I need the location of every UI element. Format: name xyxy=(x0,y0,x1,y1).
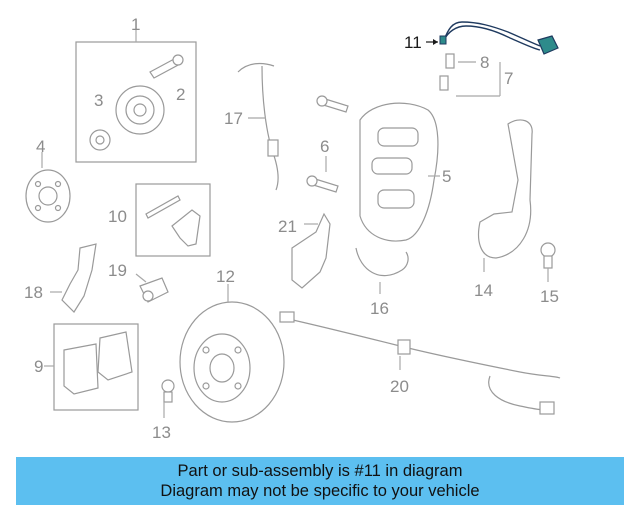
part-11-sensor-wire[interactable] xyxy=(426,21,559,55)
part-12-rotor[interactable] xyxy=(179,284,285,423)
part-20-harness[interactable] xyxy=(279,311,561,415)
callout-10: 10 xyxy=(108,207,127,226)
part-16-wear-sensor[interactable] xyxy=(355,247,409,294)
callout-17: 17 xyxy=(224,109,243,128)
part-13-bolt[interactable] xyxy=(161,379,175,418)
callout-21: 21 xyxy=(278,217,297,236)
callout-16: 16 xyxy=(370,299,389,318)
part-6-bolt[interactable] xyxy=(306,95,349,193)
banner-line-2: Diagram may not be specific to your vehi… xyxy=(160,482,480,500)
callout-15: 15 xyxy=(540,287,559,306)
callout-19: 19 xyxy=(108,261,127,280)
callout-11: 11 xyxy=(404,33,422,52)
callout-12: 12 xyxy=(216,267,235,286)
part-9-brake-pads[interactable] xyxy=(44,323,139,411)
part-14-splash-shield[interactable] xyxy=(477,119,533,272)
part-10-pad-hardware[interactable] xyxy=(135,183,211,257)
callout-1: 1 xyxy=(131,15,140,34)
part-1-hub-bearing[interactable] xyxy=(75,30,197,163)
callout-3: 3 xyxy=(94,91,103,110)
callout-5: 5 xyxy=(442,167,451,186)
part-5-caliper[interactable] xyxy=(359,102,440,242)
callout-6: 6 xyxy=(320,137,329,156)
callout-4: 4 xyxy=(36,137,45,156)
part-17-brake-hose[interactable] xyxy=(237,62,279,191)
banner-line-1: Part or sub-assembly is #11 in diagram xyxy=(177,462,463,480)
callout-20: 20 xyxy=(390,377,409,396)
callout-2: 2 xyxy=(176,85,185,104)
callout-9: 9 xyxy=(34,357,43,376)
callout-13: 13 xyxy=(152,423,171,442)
info-banner: Part or sub-assembly is #11 in diagram D… xyxy=(16,457,624,505)
callout-14: 14 xyxy=(474,281,493,300)
part-4-wheel-hub[interactable] xyxy=(25,152,71,223)
part-15-bolt[interactable] xyxy=(540,242,556,282)
part-21-bracket[interactable] xyxy=(291,212,331,289)
part-8-bleeder-screw[interactable] xyxy=(439,53,501,97)
part-18-bracket[interactable] xyxy=(50,243,97,313)
callout-8: 8 xyxy=(480,53,489,72)
part-19-sensor[interactable] xyxy=(135,273,169,303)
callout-7: 7 xyxy=(504,69,513,88)
callout-18: 18 xyxy=(24,283,43,302)
